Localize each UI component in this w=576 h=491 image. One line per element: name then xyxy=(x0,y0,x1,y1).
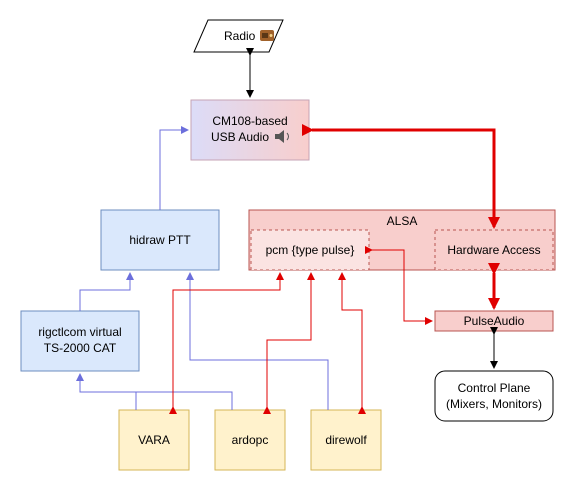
edge-ardopc-pcm xyxy=(263,272,315,414)
ardopc-node[interactable]: ardopc xyxy=(214,409,286,471)
radio-label: Radio xyxy=(224,29,256,43)
rigctlcom-node[interactable]: rigctlcom virtual TS-2000 CAT xyxy=(20,310,140,372)
rigctl-line1: rigctlcom virtual xyxy=(38,325,121,339)
vara-node[interactable]: VARA xyxy=(118,409,190,471)
direwolf-node[interactable]: direwolf xyxy=(310,409,382,471)
alsa-label: ALSA xyxy=(387,214,418,228)
pulseaudio-node[interactable]: PulseAudio xyxy=(434,310,554,332)
radio-icon xyxy=(260,30,274,41)
edge-rigctl-hidraw xyxy=(79,272,134,311)
usb-audio-line1: CM108-based xyxy=(212,114,287,128)
edge-hidraw-usb xyxy=(159,126,189,210)
control-plane-node[interactable]: Control Plane (Mixers, Monitors) xyxy=(434,370,554,422)
usb-audio-node[interactable]: CM108-based USB Audio xyxy=(190,99,310,161)
usb-audio-line2: USB Audio xyxy=(211,130,269,144)
hidraw-ptt-node[interactable]: hidraw PTT xyxy=(100,209,220,271)
edge-vara-rigctl xyxy=(76,373,137,410)
pulseaudio-label: PulseAudio xyxy=(464,314,525,328)
edge-vara-pcm xyxy=(169,272,284,414)
edge-pcm-pulse xyxy=(365,246,433,325)
control-plane-line2: (Mixers, Monitors) xyxy=(446,397,542,411)
edge-direwolf-hidraw xyxy=(186,272,329,410)
rigctl-line2: TS-2000 CAT xyxy=(44,341,117,355)
edge-direwolf-pcm xyxy=(338,272,366,414)
pcm-node[interactable]: pcm {type pulse} xyxy=(250,229,370,271)
control-plane-line1: Control Plane xyxy=(458,381,531,395)
direwolf-label: direwolf xyxy=(325,433,367,447)
edge-usb-hardware xyxy=(302,124,500,229)
speaker-icon xyxy=(275,130,289,143)
hidraw-label: hidraw PTT xyxy=(129,233,191,247)
hardware-access-label: Hardware Access xyxy=(447,243,540,257)
edge-ardopc-rigctl xyxy=(136,391,233,410)
radio-node[interactable]: Radio xyxy=(193,19,284,53)
vara-label: VARA xyxy=(138,433,170,447)
ardopc-label: ardopc xyxy=(232,433,269,447)
pcm-label: pcm {type pulse} xyxy=(266,243,355,257)
hardware-access-node[interactable]: Hardware Access xyxy=(434,229,554,271)
